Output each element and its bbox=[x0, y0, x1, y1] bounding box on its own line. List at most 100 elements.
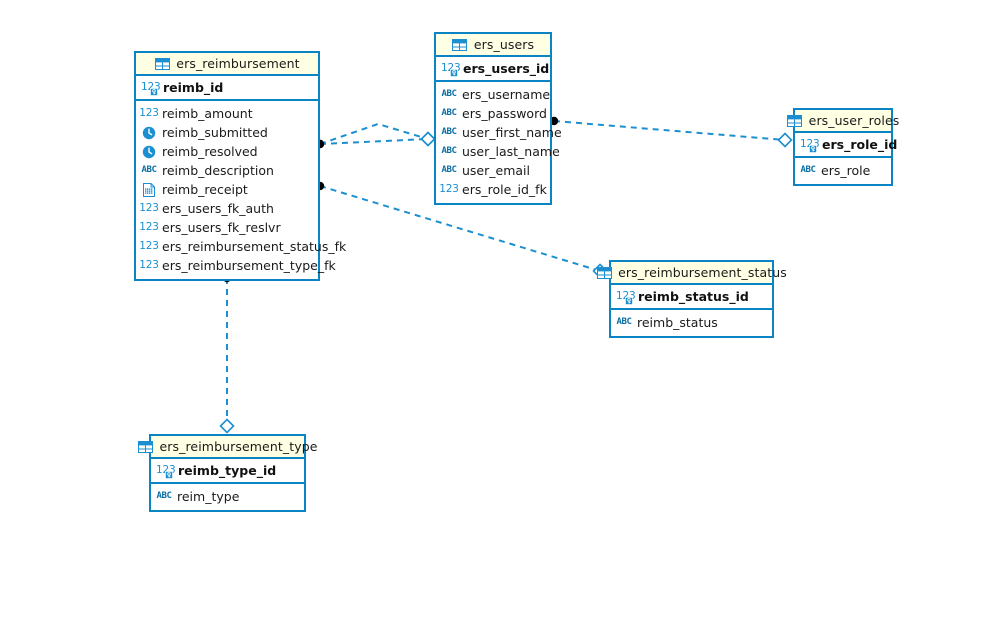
table-icon bbox=[154, 56, 170, 72]
attribute-label: ers_users_fk_reslvr bbox=[162, 220, 281, 235]
number-type-icon: 123 bbox=[439, 183, 459, 196]
primary-key-label: reimb_status_id bbox=[638, 289, 749, 304]
attribute-row[interactable]: ABC user_email bbox=[436, 161, 550, 180]
attribute-row[interactable]: ABC reimb_status bbox=[611, 313, 772, 332]
attribute-label: reimb_receipt bbox=[162, 182, 248, 197]
primary-key-icon: 123 bbox=[616, 289, 636, 305]
attribute-list: ABC reim_type bbox=[151, 484, 304, 510]
attribute-row[interactable]: 123 ers_reimbursement_type_fk bbox=[136, 256, 335, 275]
attribute-label: reimb_resolved bbox=[162, 144, 258, 159]
attribute-list: 123 reimb_amount reimb_submitted reimb_r… bbox=[136, 101, 346, 279]
primary-key-row[interactable]: 123 reimb_id bbox=[136, 76, 318, 101]
text-type-icon: ABC bbox=[616, 317, 632, 327]
entity-table-ers_reimbursement[interactable]: ers_reimbursement 123 reimb_id 123 reimb… bbox=[134, 51, 346, 281]
clock-icon bbox=[141, 144, 157, 160]
entity-header[interactable]: ers_user_roles bbox=[787, 110, 899, 133]
attribute-label: reimb_amount bbox=[162, 106, 253, 121]
entity-table-ers_reimbursement_type[interactable]: ers_reimbursement_type 123 reimb_type_id… bbox=[137, 434, 317, 512]
attribute-label: user_last_name bbox=[462, 144, 560, 159]
number-type-icon: 123 bbox=[139, 107, 159, 120]
attribute-row[interactable]: ABC reim_type bbox=[151, 487, 304, 506]
attribute-label: ers_username bbox=[462, 87, 551, 102]
number-type-icon: 123 bbox=[139, 202, 159, 215]
attribute-row[interactable]: ABC ers_username bbox=[436, 85, 550, 104]
entity-header[interactable]: ers_reimbursement bbox=[136, 53, 318, 76]
entity-name: ers_reimbursement bbox=[176, 56, 300, 71]
entity-header[interactable]: ers_reimbursement_status bbox=[596, 262, 787, 285]
entity-table-ers_users[interactable]: ers_users 123 ers_users_id ABC ers_usern… bbox=[434, 32, 562, 205]
attribute-row[interactable]: 123 ers_role_id_fk bbox=[436, 180, 550, 199]
primary-key-icon: 123 bbox=[156, 463, 176, 479]
relationship-target-marker-hollow-diamond bbox=[420, 131, 436, 147]
attribute-label: user_first_name bbox=[462, 125, 562, 140]
attribute-label: ers_password bbox=[462, 106, 547, 121]
text-type-icon: ABC bbox=[441, 127, 457, 137]
relationship-reimbursement-to-users-auth[interactable] bbox=[315, 131, 436, 149]
entity-name: ers_users bbox=[473, 37, 535, 52]
attribute-label: reimb_status bbox=[637, 315, 718, 330]
attribute-list: ABC ers_role bbox=[795, 158, 891, 184]
attribute-label: ers_reimbursement_type_fk bbox=[162, 258, 336, 273]
entity-table-ers_reimbursement_status[interactable]: ers_reimbursement_status 123 reimb_statu… bbox=[596, 260, 787, 338]
text-type-icon: ABC bbox=[800, 165, 816, 175]
primary-key-icon: 123 bbox=[141, 80, 161, 96]
relationship-reimbursement-to-users-resolver[interactable] bbox=[315, 122, 436, 149]
entity-header[interactable]: ers_users bbox=[436, 34, 550, 57]
attribute-row[interactable]: 123 ers_users_fk_auth bbox=[136, 199, 318, 218]
text-type-icon: ABC bbox=[441, 165, 457, 175]
entity-name: ers_user_roles bbox=[808, 113, 900, 128]
primary-key-row[interactable]: 123 ers_role_id bbox=[795, 133, 897, 158]
attribute-row[interactable]: ABC user_last_name bbox=[436, 142, 559, 161]
text-type-icon: ABC bbox=[441, 108, 457, 118]
entity-name: ers_reimbursement_status bbox=[618, 265, 787, 280]
text-type-icon: ABC bbox=[141, 165, 157, 175]
attribute-row[interactable]: reimb_submitted bbox=[136, 123, 318, 142]
text-type-icon: ABC bbox=[441, 89, 457, 99]
relationship-target-marker-hollow-diamond bbox=[777, 132, 793, 148]
relationship-reimbursement-to-type[interactable] bbox=[219, 273, 235, 434]
attribute-row[interactable]: 123 ers_reimbursement_status_fk bbox=[136, 237, 346, 256]
entity-name: ers_reimbursement_type bbox=[159, 439, 318, 454]
table-icon bbox=[452, 37, 468, 53]
attribute-row[interactable]: 123 reimb_amount bbox=[136, 104, 318, 123]
entity-table-ers_user_roles[interactable]: ers_user_roles 123 ers_role_id ABC ers_r… bbox=[787, 108, 899, 186]
text-type-icon: ABC bbox=[156, 491, 172, 501]
attribute-label: reim_type bbox=[177, 489, 240, 504]
primary-key-row[interactable]: 123 reimb_type_id bbox=[151, 459, 304, 484]
relationship-target-marker-hollow-diamond bbox=[219, 418, 235, 434]
table-icon bbox=[596, 265, 612, 281]
primary-key-label: reimb_id bbox=[163, 80, 224, 95]
attribute-row[interactable]: ABC ers_password bbox=[436, 104, 550, 123]
attribute-label: user_email bbox=[462, 163, 530, 178]
primary-key-label: ers_users_id bbox=[463, 61, 550, 76]
attribute-row[interactable]: reimb_receipt bbox=[136, 180, 318, 199]
attribute-list: ABC ers_username ABC ers_password ABC us… bbox=[436, 82, 561, 203]
attribute-label: ers_users_fk_auth bbox=[162, 201, 274, 216]
table-icon bbox=[137, 439, 153, 455]
entity-header[interactable]: ers_reimbursement_type bbox=[137, 436, 317, 459]
attribute-row[interactable]: ABC ers_role bbox=[795, 161, 891, 180]
relationship-line bbox=[319, 122, 429, 145]
relationship-line bbox=[553, 120, 786, 141]
clock-icon bbox=[141, 125, 157, 141]
relationship-target-marker-hollow-diamond bbox=[420, 131, 436, 147]
attribute-label: reimb_description bbox=[162, 163, 274, 178]
primary-key-label: ers_role_id bbox=[822, 137, 898, 152]
relationship-users-to-user-roles[interactable] bbox=[549, 116, 793, 148]
attribute-label: reimb_submitted bbox=[162, 125, 268, 140]
relationship-line bbox=[319, 138, 429, 145]
blob-document-icon bbox=[141, 182, 157, 198]
number-type-icon: 123 bbox=[139, 259, 159, 272]
attribute-label: ers_role bbox=[821, 163, 871, 178]
attribute-row[interactable]: reimb_resolved bbox=[136, 142, 318, 161]
primary-key-icon: 123 bbox=[800, 137, 820, 153]
table-icon bbox=[787, 113, 803, 129]
attribute-row[interactable]: 123 ers_users_fk_reslvr bbox=[136, 218, 318, 237]
number-type-icon: 123 bbox=[139, 240, 159, 253]
primary-key-row[interactable]: 123 reimb_status_id bbox=[611, 285, 772, 310]
attribute-row[interactable]: ABC user_first_name bbox=[436, 123, 561, 142]
attribute-row[interactable]: ABC reimb_description bbox=[136, 161, 318, 180]
primary-key-label: reimb_type_id bbox=[178, 463, 277, 478]
primary-key-row[interactable]: 123 ers_users_id bbox=[436, 57, 550, 82]
